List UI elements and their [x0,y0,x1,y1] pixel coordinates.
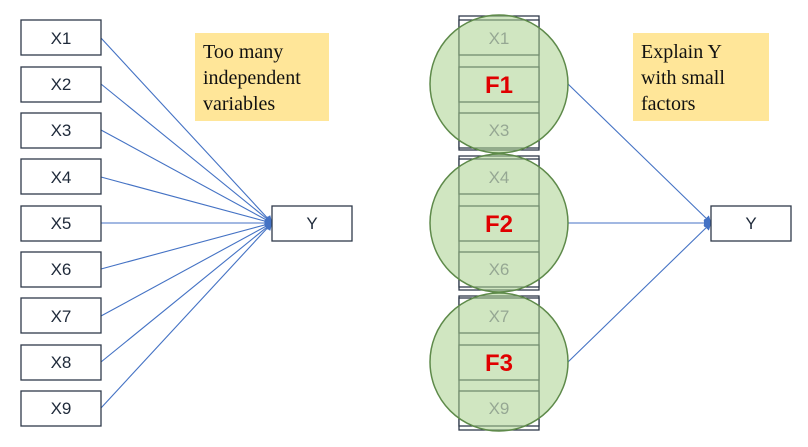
left-note: Too many independent variables [195,33,329,121]
variable-label: X7 [489,307,510,326]
variable-label: X4 [51,168,72,187]
factor-group-f3: X7 X9 F3 [429,292,569,432]
left-link-x6 [100,220,273,270]
factor-label: F3 [485,350,513,377]
factor-label: F1 [485,72,513,99]
variable-label: X8 [51,353,72,372]
note-line: variables [203,93,275,115]
left-link-x7 [100,222,273,317]
factor-circle [429,153,569,293]
variable-box-x2: X2 [20,66,102,103]
variable-label: X5 [51,214,72,233]
left-link-x3 [100,129,273,224]
factor-circle [429,14,569,154]
factor-group-f1: X1 X3 F1 [429,14,569,154]
left-link-x8 [100,222,273,363]
variable-label: X9 [51,399,72,418]
left-link-x4 [100,176,273,226]
variable-box-x7: X7 [20,297,102,334]
variable-box-x3: X3 [20,112,102,149]
left-link-x9 [100,222,273,409]
note-line: Too many [203,41,283,63]
factor-label: F2 [485,211,513,238]
left-links [100,37,273,409]
right-note: Explain Y with small factors [633,33,769,121]
variable-label: X9 [489,399,510,418]
target-label: Y [745,214,756,233]
factor-group-f2: X4 X6 F2 [429,153,569,293]
left-link-x2 [100,83,273,224]
left-target-box: Y [271,205,353,242]
right-link-f3 [567,222,712,363]
variable-label: X1 [489,29,510,48]
variable-box-x1: X1 [20,19,102,56]
right-target-box: Y [710,205,792,242]
variable-box-x5: X5 [20,205,102,242]
variable-label: X6 [51,260,72,279]
left-panel: X1 X2 X3 X4 X5 X6 X7 X8 [20,19,353,427]
variable-label: X3 [489,121,510,140]
right-link-f1 [567,83,712,224]
variable-box-x8: X8 [20,344,102,381]
right-links [567,83,712,363]
variable-label: X1 [51,29,72,48]
variable-label: X7 [51,307,72,326]
right-panel: X1 X3 F1 X4 X6 F2 X7 X9 F3 [429,14,792,432]
variable-box-x4: X4 [20,158,102,195]
variable-label: X2 [51,75,72,94]
note-line: independent [203,67,301,89]
variable-box-x6: X6 [20,251,102,288]
variable-label: X6 [489,260,510,279]
variable-box-x9: X9 [20,390,102,427]
variable-label: X3 [51,121,72,140]
variable-label: X4 [489,168,510,187]
note-line: Explain Y [641,41,722,63]
target-label: Y [306,214,317,233]
factor-circle [429,292,569,432]
left-link-x1 [100,37,273,224]
note-line: factors [641,93,696,115]
note-line: with small [641,67,725,89]
